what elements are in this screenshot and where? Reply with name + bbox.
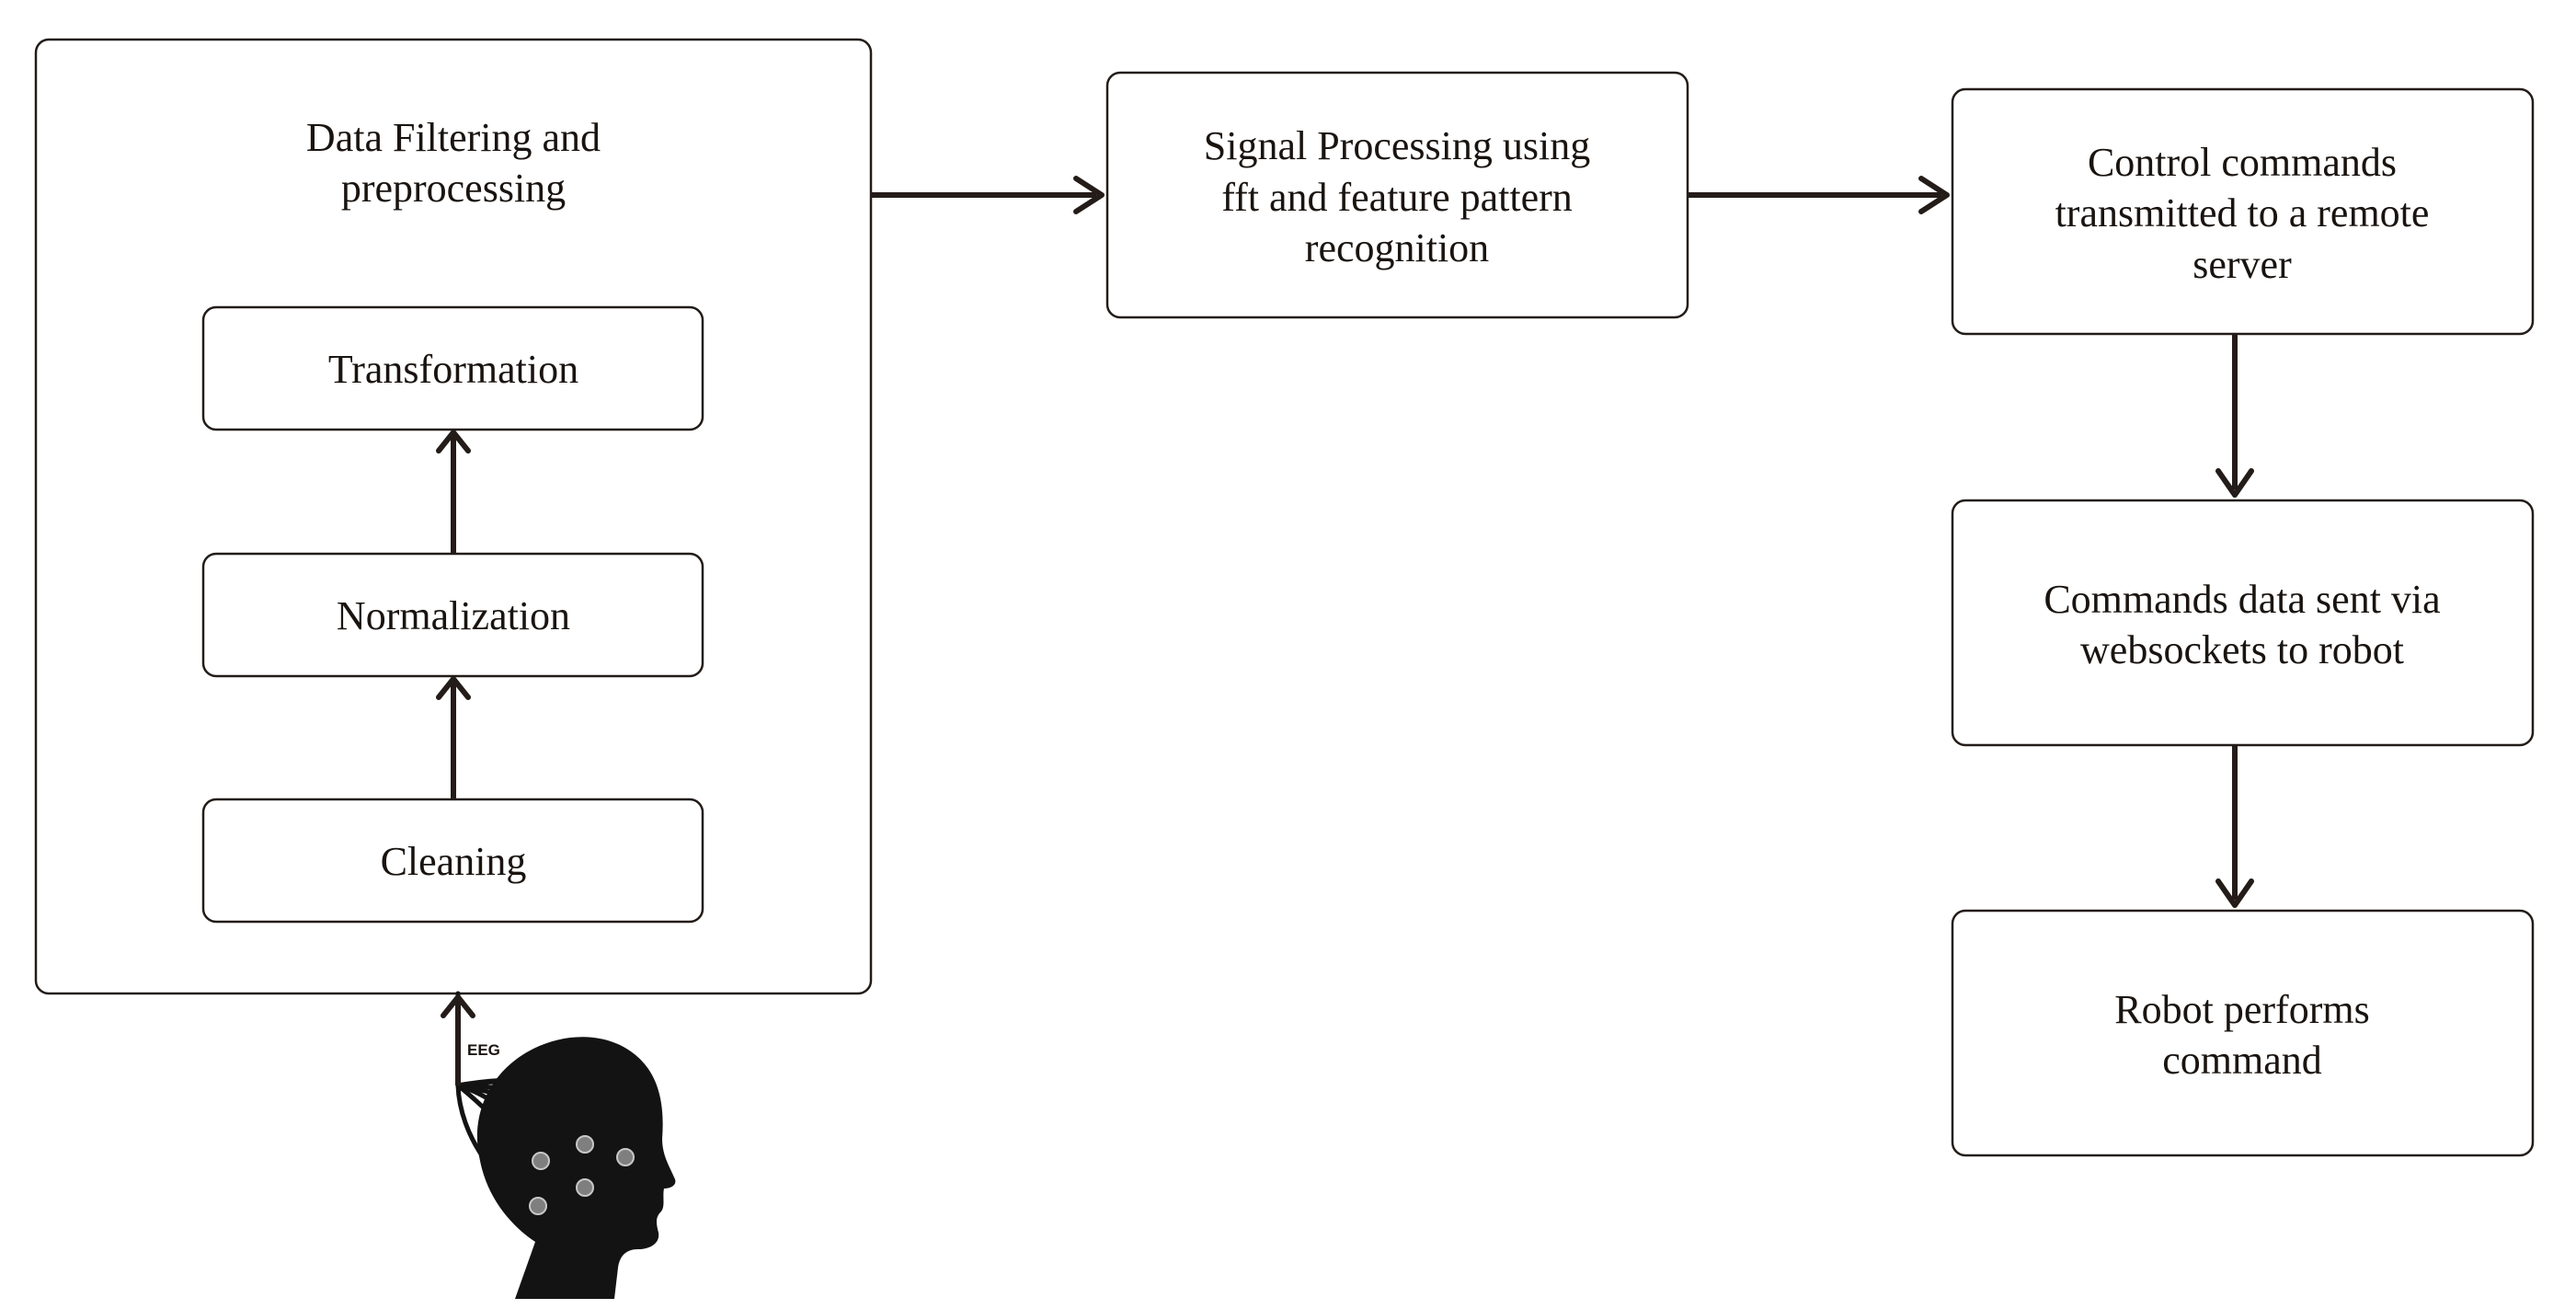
arrow-preprocessing-to-signal — [871, 176, 1105, 214]
arrow-control-to-websockets — [2215, 334, 2254, 498]
control-commands-node: Control commands transmitted to a remote… — [1951, 87, 2535, 336]
robot-line2: command — [2162, 1038, 2322, 1083]
preprocessing-title-line1: Data Filtering and — [306, 115, 601, 160]
normalization-node: Normalization — [201, 552, 704, 678]
websockets-line1: Commands data sent via — [2044, 577, 2440, 622]
transformation-label: Transformation — [328, 347, 578, 392]
head-silhouette-with-eeg-electrodes-icon: EEG — [395, 991, 676, 1309]
control-commands-line3: server — [2192, 242, 2292, 287]
electrode-dot — [576, 1178, 594, 1197]
electrode-dot — [616, 1148, 635, 1166]
websockets-line2: websockets to robot — [2080, 627, 2404, 672]
control-commands-line2: transmitted to a remote — [2055, 190, 2430, 235]
robot-node: Robot performs command — [1951, 909, 2535, 1157]
electrode-dot — [532, 1152, 550, 1170]
eeg-label: EEG — [467, 1041, 500, 1059]
arrow-normalization-to-transformation — [436, 430, 471, 554]
preprocessing-title-line2: preprocessing — [341, 166, 566, 211]
normalization-label: Normalization — [337, 593, 570, 638]
arrow-cleaning-to-normalization — [436, 676, 471, 799]
signal-processing-line2: fft and feature pattern — [1221, 175, 1573, 220]
signal-processing-line3: recognition — [1305, 225, 1489, 270]
signal-processing-node: Signal Processing using fft and feature … — [1105, 71, 1689, 319]
cleaning-label: Cleaning — [381, 839, 527, 884]
websockets-node: Commands data sent via websockets to rob… — [1951, 499, 2535, 747]
arrow-signal-to-control — [1688, 176, 1950, 214]
cleaning-node: Cleaning — [201, 798, 704, 924]
electrode-dot — [529, 1197, 547, 1215]
robot-line1: Robot performs — [2114, 987, 2369, 1032]
transformation-node: Transformation — [201, 305, 704, 431]
control-commands-line1: Control commands — [2088, 140, 2397, 185]
arrow-websockets-to-robot — [2215, 745, 2254, 908]
electrode-dot — [576, 1135, 594, 1154]
signal-processing-line1: Signal Processing using — [1204, 123, 1590, 168]
